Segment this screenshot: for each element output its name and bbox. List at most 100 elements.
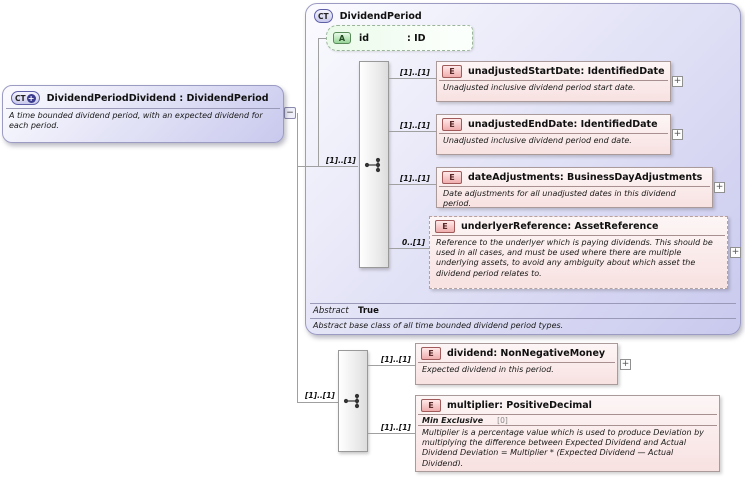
element-icon-label: E bbox=[449, 120, 455, 129]
element-icon: E bbox=[421, 399, 441, 412]
plus-icon: + bbox=[621, 359, 630, 369]
element-icon-label: E bbox=[449, 67, 455, 76]
facet-value: [0] bbox=[497, 416, 508, 425]
minus-icon: − bbox=[286, 108, 294, 118]
connector-line bbox=[389, 78, 436, 79]
cardinality-label: [1]..[1] bbox=[381, 355, 411, 364]
connector-line bbox=[297, 113, 298, 403]
expand-button[interactable]: + bbox=[730, 247, 741, 258]
complex-type-title: DividendPeriod bbox=[339, 10, 422, 22]
element-annotation: Unadjusted inclusive dividend period sta… bbox=[443, 83, 636, 92]
divider bbox=[439, 80, 668, 81]
connector-line bbox=[368, 365, 415, 366]
plus-icon: + bbox=[673, 129, 682, 139]
connector-line bbox=[389, 248, 429, 249]
element-box-multiplier[interactable]: E multiplier : PositiveDecimal Min Exclu… bbox=[415, 395, 720, 472]
element-type: : BusinessDayAdjustments bbox=[559, 172, 703, 183]
attribute-box-id[interactable]: A id : ID bbox=[326, 25, 473, 51]
complex-type-icon-label: CT bbox=[318, 11, 329, 21]
connector-line bbox=[318, 38, 319, 167]
plus-icon: + bbox=[673, 76, 682, 86]
expand-button[interactable]: + bbox=[620, 359, 631, 370]
complex-type-header: CT DividendPeriod bbox=[306, 4, 430, 26]
expand-button[interactable]: + bbox=[672, 76, 683, 87]
root-element-name: DividendPeriodDividend bbox=[46, 92, 177, 104]
element-title: E dateAdjustments : BusinessDayAdjustmen… bbox=[437, 168, 712, 186]
element-box-dateAdjustments[interactable]: E dateAdjustments : BusinessDayAdjustmen… bbox=[436, 167, 713, 208]
complex-type-annotation: Abstract base class of all time bounded … bbox=[313, 321, 564, 330]
attribute-name: id bbox=[359, 32, 370, 44]
cardinality-label: [1]..[1] bbox=[400, 68, 430, 77]
element-annotation: Date adjustments for all unadjusted date… bbox=[443, 189, 676, 209]
element-icon-label: E bbox=[449, 173, 455, 182]
plus-icon: + bbox=[731, 247, 740, 257]
plus-badge-icon: + bbox=[26, 93, 36, 103]
complex-type-icon: CT bbox=[314, 9, 333, 23]
cardinality-label: [1]..[1] bbox=[326, 156, 356, 165]
element-type: : PositiveDecimal bbox=[499, 400, 592, 411]
sequence-compositor[interactable] bbox=[359, 61, 389, 268]
element-annotation: Multiplier is a percentage value which i… bbox=[422, 428, 704, 466]
abstract-value: True bbox=[358, 306, 379, 316]
plus-icon: + bbox=[27, 93, 35, 103]
element-box-unadjustedStartDate[interactable]: E unadjustedStartDate : IdentifiedDate U… bbox=[436, 61, 671, 102]
element-annotation: Unadjusted inclusive dividend period end… bbox=[443, 136, 632, 145]
element-type: : NonNegativeMoney bbox=[493, 348, 606, 359]
connector-line bbox=[368, 433, 415, 434]
cardinality-label: [1]..[1] bbox=[400, 174, 430, 183]
expand-button[interactable]: + bbox=[714, 182, 725, 193]
element-icon: E bbox=[435, 220, 455, 233]
element-name: unadjustedStartDate bbox=[468, 66, 581, 77]
element-icon: E bbox=[442, 65, 462, 78]
abstract-label: Abstract bbox=[313, 306, 349, 316]
element-box-unadjustedEndDate[interactable]: E unadjustedEndDate : IdentifiedDate Una… bbox=[436, 114, 671, 155]
divider bbox=[310, 318, 736, 319]
root-element-type: : DividendPeriod bbox=[176, 92, 269, 104]
collapse-handle[interactable]: − bbox=[284, 107, 296, 119]
divider bbox=[439, 133, 668, 134]
element-name: unadjustedEndDate bbox=[468, 119, 574, 130]
element-box-dividend[interactable]: E dividend : NonNegativeMoney Expected d… bbox=[415, 343, 618, 385]
connector-line bbox=[297, 166, 358, 167]
divider bbox=[418, 362, 615, 363]
element-icon-label: E bbox=[428, 349, 434, 358]
complex-type-plus-icon: CT+ bbox=[11, 91, 40, 105]
element-box-underlyerReference[interactable]: E underlyerReference : AssetReference Re… bbox=[429, 216, 728, 289]
element-name: dividend bbox=[447, 348, 494, 359]
element-icon: E bbox=[421, 347, 441, 360]
root-element-title: DividendPeriodDividend : DividendPeriod bbox=[47, 93, 269, 104]
connector-line bbox=[389, 184, 436, 185]
element-name: dateAdjustments bbox=[468, 172, 560, 183]
attribute-icon: A bbox=[333, 32, 351, 44]
root-element-box[interactable]: CT+ DividendPeriodDividend : DividendPer… bbox=[2, 85, 284, 143]
plus-icon: + bbox=[715, 182, 724, 192]
attribute-type: : ID bbox=[407, 32, 426, 44]
element-icon: E bbox=[442, 118, 462, 131]
element-title: E underlyerReference : AssetReference bbox=[430, 217, 727, 235]
facet-label: Min Exclusive bbox=[422, 416, 484, 425]
cardinality-label: [1]..[1] bbox=[305, 391, 335, 400]
connector-line bbox=[389, 131, 436, 132]
divider bbox=[439, 186, 710, 187]
sequence-icon bbox=[364, 157, 381, 172]
attribute-icon-label: A bbox=[338, 34, 346, 43]
element-type: : IdentifiedDate bbox=[573, 119, 658, 130]
connector-line bbox=[318, 38, 327, 39]
element-title: E dividend : NonNegativeMoney bbox=[416, 344, 617, 362]
element-annotation: Expected dividend in this period. bbox=[422, 365, 554, 374]
element-icon: E bbox=[442, 171, 462, 184]
sequence-compositor[interactable] bbox=[338, 350, 368, 452]
element-name: underlyerReference bbox=[461, 221, 568, 232]
cardinality-label: [1]..[1] bbox=[381, 423, 411, 432]
element-type: : AssetReference bbox=[567, 221, 659, 232]
root-element-annotation: A time bounded dividend period, with an … bbox=[9, 111, 263, 131]
divider bbox=[310, 303, 736, 304]
sequence-icon bbox=[343, 393, 360, 409]
element-name: multiplier bbox=[447, 400, 500, 411]
expand-button[interactable]: + bbox=[672, 129, 683, 140]
complex-type-box-dividend-period[interactable]: CT DividendPeriod A id : ID bbox=[305, 3, 741, 335]
divider bbox=[418, 425, 717, 426]
cardinality-label: [1]..[1] bbox=[400, 121, 430, 130]
cardinality-label: 0..[1] bbox=[402, 238, 425, 247]
